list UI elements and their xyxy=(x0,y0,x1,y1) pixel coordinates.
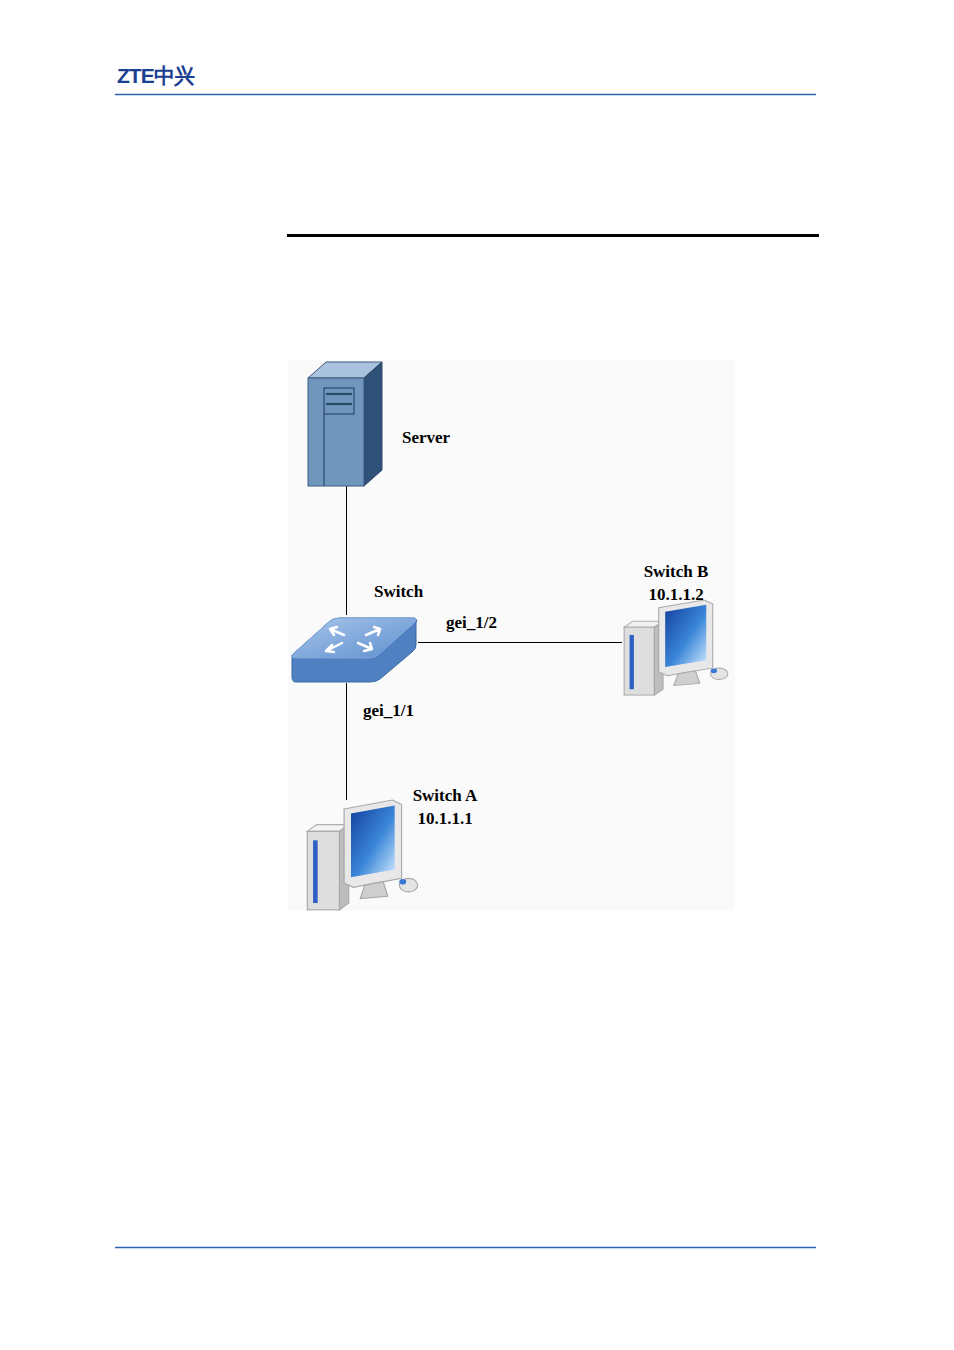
server-bay xyxy=(324,388,354,414)
link-line xyxy=(418,642,622,643)
device-node: Switch xyxy=(290,615,418,683)
pc-stand xyxy=(674,671,700,686)
pc-icon xyxy=(622,600,730,697)
server-slot xyxy=(326,393,352,395)
server-front xyxy=(308,378,364,486)
pc-mouse xyxy=(711,668,728,680)
pc-screen xyxy=(665,605,706,667)
switch-arrow xyxy=(358,643,372,651)
switch-top xyxy=(292,618,416,658)
device-name: Switch A xyxy=(395,786,495,806)
ip-address: 10.1.1.1 xyxy=(395,809,495,829)
server-side xyxy=(364,362,382,486)
switch-icon xyxy=(290,615,418,683)
footer-rule xyxy=(115,1247,816,1249)
pc-tower xyxy=(624,627,654,695)
link-line xyxy=(346,486,347,615)
device-node: Switch B10.1.1.2 xyxy=(622,600,730,697)
pc-tower-stripe xyxy=(313,840,318,903)
device-name: Switch B xyxy=(612,562,740,582)
device-name: Switch xyxy=(374,582,423,602)
switch-arrow xyxy=(330,627,344,635)
section-rule xyxy=(287,234,819,237)
pc-tower-stripe xyxy=(630,635,634,689)
header-rule xyxy=(115,94,816,96)
pc-mouse xyxy=(399,878,417,891)
port-label: gei_1/2 xyxy=(446,613,497,633)
pc-tower xyxy=(307,831,339,909)
pc-stand xyxy=(360,882,388,899)
figure-background xyxy=(288,360,735,911)
switch-arrow xyxy=(366,627,380,635)
pc-monitor xyxy=(344,800,402,887)
pc-mouse-button xyxy=(711,668,717,673)
switch-arrow xyxy=(326,643,342,652)
device-name: Server xyxy=(402,428,450,448)
server-slot xyxy=(326,403,352,405)
port-label: gei_1/1 xyxy=(363,701,414,721)
pc-mouse-button xyxy=(399,879,406,885)
pc-icon xyxy=(305,800,420,912)
device-node: Server xyxy=(308,362,382,486)
logo-text: ZTE中兴 xyxy=(117,64,194,88)
switch-body xyxy=(292,618,417,682)
server-icon xyxy=(308,362,382,486)
ip-address: 10.1.1.2 xyxy=(612,585,740,605)
server-edge xyxy=(323,414,324,486)
pc-monitor xyxy=(659,600,713,676)
device-node: Switch A10.1.1.1 xyxy=(305,800,420,912)
link-line xyxy=(346,683,347,800)
pc-screen xyxy=(351,806,395,878)
